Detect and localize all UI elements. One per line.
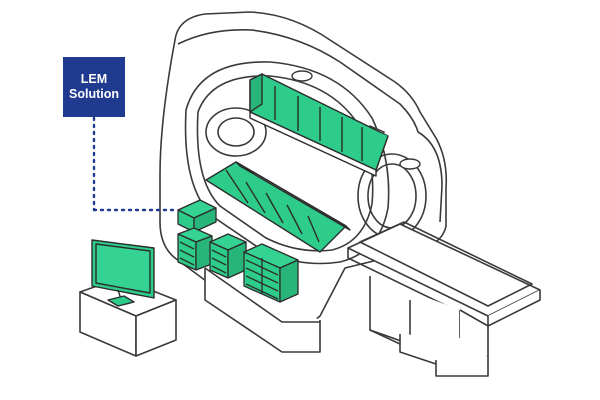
electronics-cabinets <box>177 199 299 303</box>
patient-table <box>347 221 541 377</box>
computer-monitor <box>91 239 155 307</box>
lem-solution-label: LEM Solution <box>63 57 125 117</box>
lower-coil-array <box>205 161 351 253</box>
connector-line <box>92 116 178 212</box>
upper-coil-array <box>249 73 389 177</box>
lem-label-line2: Solution <box>69 87 119 101</box>
lem-label-line1: LEM <box>80 72 108 86</box>
